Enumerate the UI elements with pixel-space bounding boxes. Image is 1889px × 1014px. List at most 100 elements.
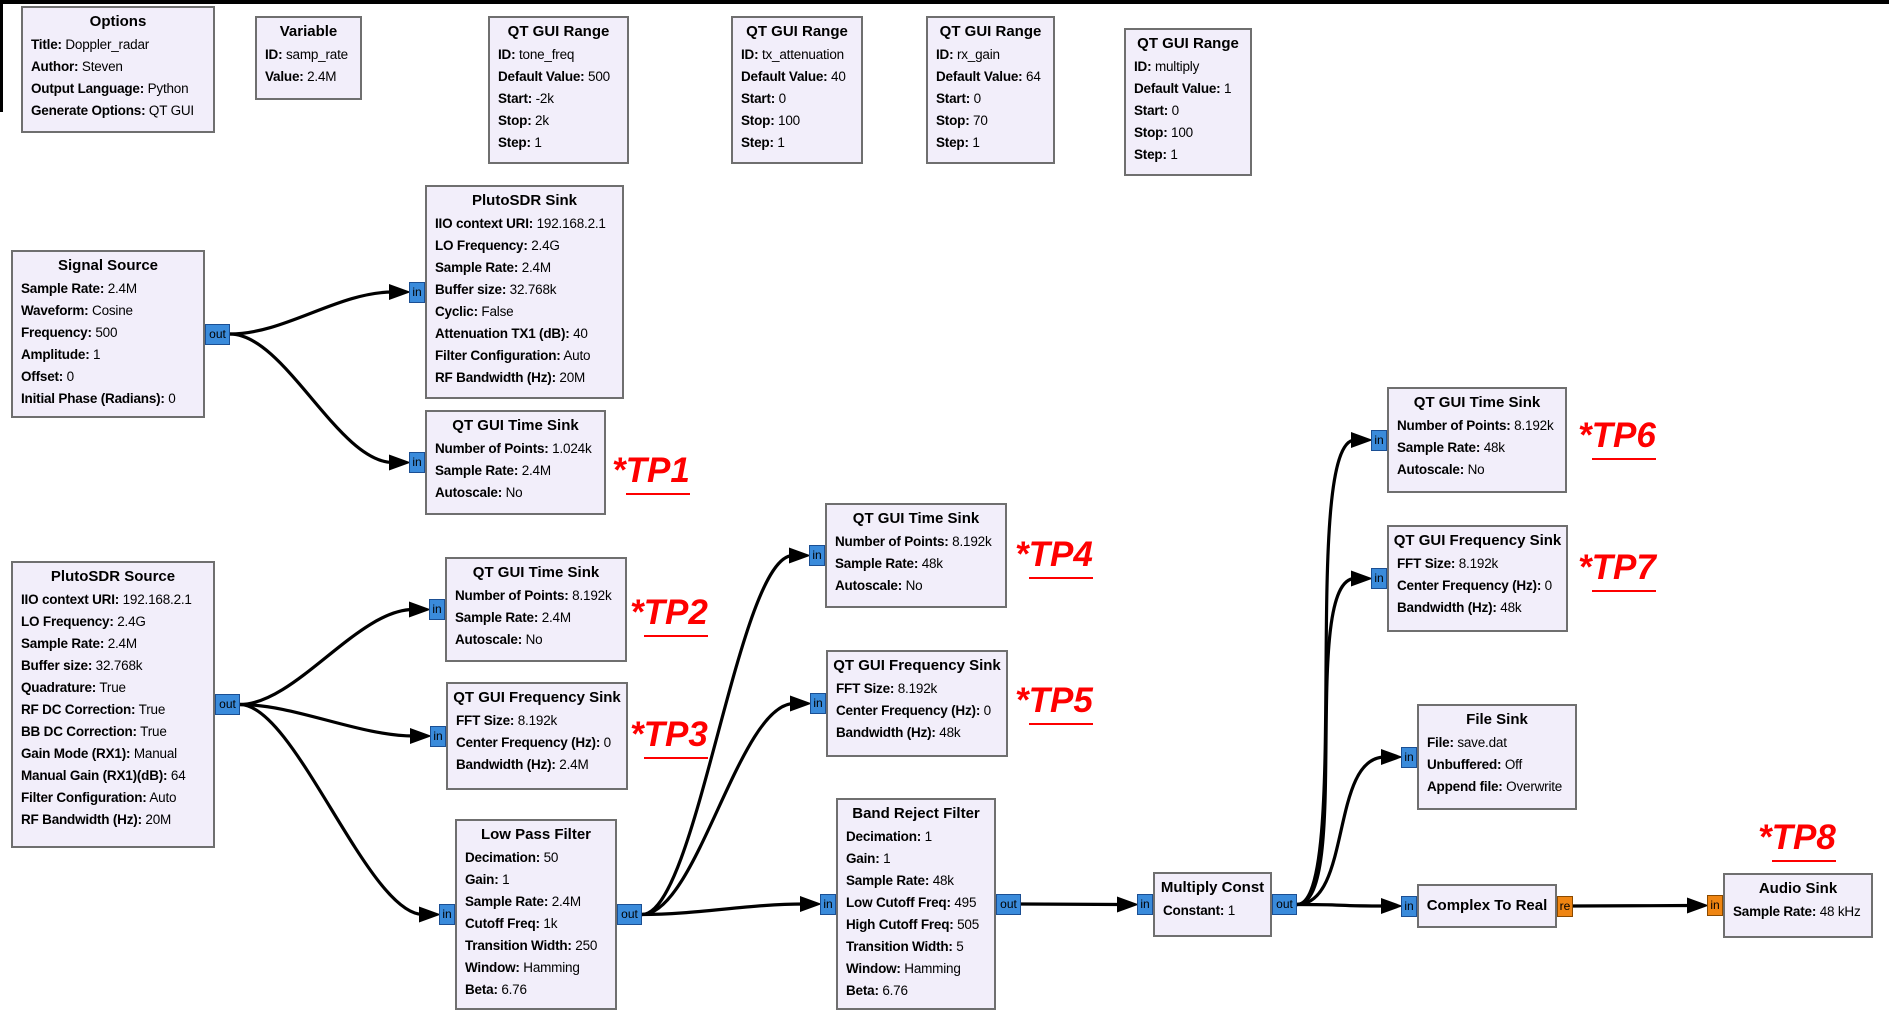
param-value: 6.76 <box>497 982 527 997</box>
plutosdr-sink-in-port[interactable]: in <box>409 281 425 303</box>
block-param: Manual Gain (RX1)(dB): 64 <box>13 765 213 787</box>
block-param: Start: 0 <box>1126 100 1250 122</box>
annotation-text: TP4 <box>1028 535 1093 579</box>
annotation-tp8: *TP8 <box>1758 818 1836 862</box>
connection-band_reject_filter-to-multiply_const[interactable] <box>1020 902 1122 907</box>
param-label: Generate Options: <box>31 103 146 118</box>
low-pass-filter-in-port[interactable]: in <box>439 904 455 925</box>
block-param: Filter Configuration: Auto <box>427 345 622 367</box>
time-sink-tp1-in-port[interactable]: in <box>409 452 425 473</box>
param-label: Stop: <box>1134 125 1168 140</box>
freq-sink-tp3-in-port[interactable]: in <box>430 725 446 747</box>
param-label: Buffer size: <box>435 282 507 297</box>
param-label: FFT Size: <box>836 681 895 696</box>
param-value: 1 <box>1166 147 1178 162</box>
audio-sink-in-port[interactable]: in <box>1707 895 1723 916</box>
block-title: Band Reject Filter <box>852 805 980 822</box>
band-reject-filter-in-port[interactable]: in <box>820 893 836 915</box>
param-label: Sample Rate: <box>1397 440 1481 455</box>
multiply-const-in-port[interactable]: in <box>1137 894 1153 915</box>
complex-to-real-out-port[interactable]: re <box>1557 895 1573 917</box>
multiply-const-out-port[interactable]: out <box>1272 894 1297 915</box>
connection-signal_source-to-time_sink_tp1[interactable] <box>229 332 394 465</box>
param-label: Sample Rate: <box>465 894 549 909</box>
connection-multiply_const-to-complex_to_real[interactable] <box>1296 902 1386 908</box>
arrowhead <box>419 906 441 923</box>
block-title: QT GUI Range <box>507 23 610 40</box>
param-value: 2.4M <box>104 281 137 296</box>
param-value: 1.024k <box>548 441 592 456</box>
connection-plutosdr_source-to-low_pass_filter[interactable] <box>239 702 424 917</box>
connection-multiply_const-to-freq_sink_tp7[interactable] <box>1296 576 1356 907</box>
complex-to-real-in-port[interactable]: in <box>1401 895 1417 917</box>
connection-plutosdr_source-to-freq_sink_tp3[interactable] <box>239 702 415 738</box>
param-label: Stop: <box>498 113 532 128</box>
connection-plutosdr_source-to-time_sink_tp2[interactable] <box>239 607 414 707</box>
connection-low_pass_filter-to-time_sink_tp4[interactable] <box>641 553 794 917</box>
block-param: Start: 0 <box>928 88 1053 110</box>
param-value: 1 <box>89 347 101 362</box>
file-sink-in-port[interactable]: in <box>1401 746 1417 768</box>
plutosdr-source-out-port[interactable]: out <box>215 694 240 715</box>
block-param: FFT Size: 8.192k <box>828 678 1006 700</box>
freq-sink-tp5-in-port[interactable]: in <box>810 693 826 714</box>
param-value: 32.768k <box>92 658 143 673</box>
block-param: Stop: 70 <box>928 110 1053 132</box>
time-sink-tp4-in-port[interactable]: in <box>809 545 825 566</box>
param-value: Auto <box>560 348 591 363</box>
block-param: Sample Rate: 2.4M <box>457 891 615 913</box>
param-value: 0 <box>164 391 176 406</box>
freq-sink-tp7-in-port[interactable]: in <box>1371 568 1387 589</box>
connection-complex_to_real-to-audio_sink[interactable] <box>1572 903 1692 908</box>
band-reject-filter-out-port[interactable]: out <box>996 893 1021 915</box>
param-label: Decimation: <box>465 850 541 865</box>
connection-low_pass_filter-to-band_reject_filter[interactable] <box>641 902 805 917</box>
block-title: Options <box>89 13 147 30</box>
param-label: FFT Size: <box>456 713 515 728</box>
connection-multiply_const-to-file_sink[interactable] <box>1296 755 1386 907</box>
block-param: Buffer size: 32.768k <box>427 279 622 301</box>
block-param: Author: Steven <box>23 56 213 78</box>
time-sink-tp6-in-port[interactable]: in <box>1371 429 1387 451</box>
signal-source-out-port[interactable]: out <box>205 323 230 345</box>
block-param: Constant: 1 <box>1155 900 1270 922</box>
param-value: 48k <box>1496 600 1522 615</box>
block-title: Audio Sink <box>1758 880 1838 897</box>
low-pass-filter-out-port[interactable]: out <box>617 904 642 925</box>
block-param: Sample Rate: 48 kHz <box>1725 901 1871 923</box>
annotation-text: TP3 <box>643 715 708 759</box>
block-param: Autoscale: No <box>447 629 625 651</box>
param-label: LO Frequency: <box>435 238 528 253</box>
param-value: 192.168.2.1 <box>119 592 192 607</box>
param-label: Cutoff Freq: <box>465 916 540 931</box>
param-label: ID: <box>741 47 759 62</box>
annotation-text: TP7 <box>1591 548 1656 592</box>
connection-signal_source-to-plutosdr_sink[interactable] <box>229 290 394 336</box>
connection-low_pass_filter-to-freq_sink_tp5[interactable] <box>641 701 795 917</box>
block-title: File Sink <box>1466 711 1528 728</box>
time-sink-tp2-in-port[interactable]: in <box>429 599 445 620</box>
